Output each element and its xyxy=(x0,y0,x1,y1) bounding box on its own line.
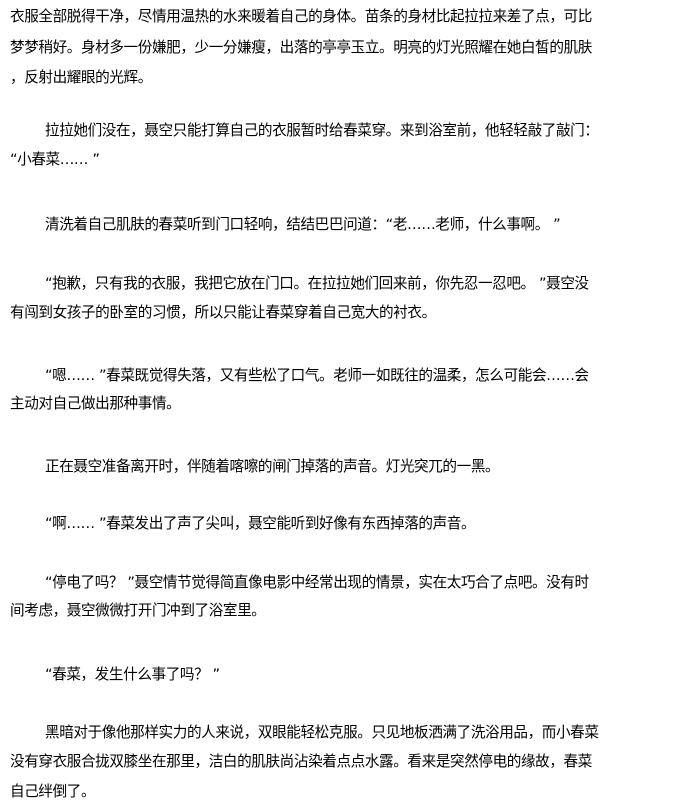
text-line: “啊…… ”春菜发出了声了尖叫，聂空能听到好像有东西掉落的声音。 xyxy=(45,515,476,532)
text-line: 黑暗对于像他那样实力的人来说，双眼能轻松克服。只见地板洒满了洗浴用品，而小春菜 xyxy=(45,724,599,741)
text-line: 衣服全部脱得干净，尽情用温热的水来暖着自己的身体。苗条的身材比起拉拉来差了点，可… xyxy=(10,8,592,25)
text-line: “抱歉，只有我的衣服，我把它放在门口。在拉拉她们回来前，你先忍一忍吧。 ”聂空没 xyxy=(45,275,589,292)
text-line: 拉拉她们没在，聂空只能打算自己的衣服暂时给春菜穿。来到浴室前，他轻轻敲了敲门： xyxy=(45,122,599,139)
text-line: 没有穿衣服合拢双膝坐在那里，洁白的肌肤尚沾染着点点水露。看来是突然停电的缘故，春… xyxy=(10,753,592,770)
text-line: 主动对自己做出那种事情。 xyxy=(10,395,181,412)
text-line: “小春菜…… ” xyxy=(10,151,100,168)
text-line: 清洗着自己肌肤的春菜听到门口轻响，结结巴巴问道：“老……老师，什么事啊。 ” xyxy=(45,216,561,233)
text-line: 有闯到女孩子的卧室的习惯，所以只能让春菜穿着自己宽大的衬衣。 xyxy=(10,304,436,321)
text-line: “嗯…… ”春菜既觉得失落，又有些松了口气。老师一如既往的温柔，怎么可能会……会 xyxy=(45,367,589,384)
text-line: “停电了吗？ ”聂空情节觉得简直像电影中经常出现的情景，实在太巧合了点吧。没有时 xyxy=(45,574,589,591)
text-line: 梦梦稍好。身材多一份嫌肥，少一分嫌瘦，出落的亭亭玉立。明亮的灯光照耀在她白皙的肌… xyxy=(10,39,592,56)
text-line: 间考虑，聂空微微打开门冲到了浴室里。 xyxy=(10,602,266,619)
text-line: “春菜，发生什么事了吗？ ” xyxy=(45,666,220,683)
text-line: ，反射出耀眼的光辉。 xyxy=(10,69,152,86)
text-line: 自己绊倒了。 xyxy=(10,783,96,800)
text-line: 正在聂空准备离开时，伴随着喀嚓的闸门掉落的声音。灯光突兀的一黑。 xyxy=(45,458,500,475)
